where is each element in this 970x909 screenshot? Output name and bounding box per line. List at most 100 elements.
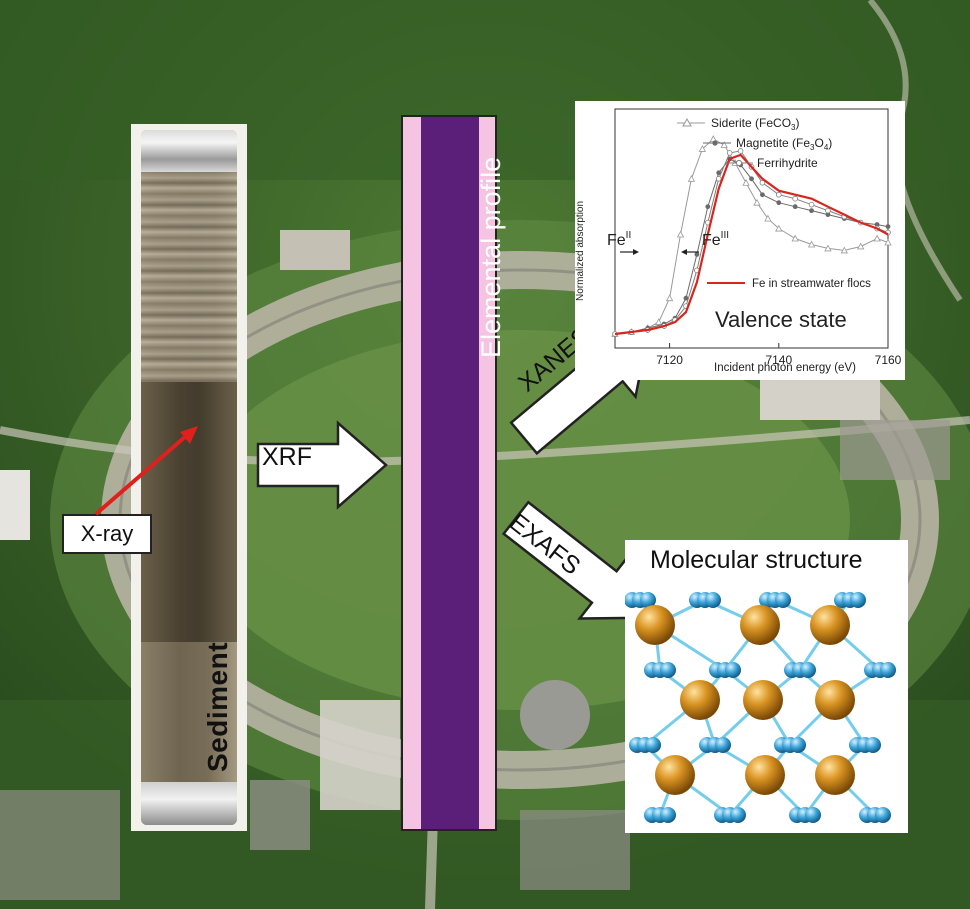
iron-atom — [815, 680, 855, 720]
fe2-annotation: FeII — [607, 230, 631, 249]
xanes-point — [874, 222, 880, 227]
xanes-point — [775, 224, 783, 232]
xanes-point — [715, 176, 722, 182]
core-upper-layer — [141, 172, 237, 382]
xanes-point — [840, 246, 848, 254]
oxygen-atom — [880, 662, 896, 678]
xanes-point — [808, 201, 815, 208]
xanes-point — [749, 176, 754, 182]
oxygen-atom — [850, 592, 866, 608]
xanes-series-group — [611, 135, 892, 337]
xanes-panel: 7120 7140 7160 Normalized absorption Incid… — [575, 101, 905, 380]
xanes-annotations: FeII FeIII Valence state — [607, 230, 847, 332]
xanes-point — [694, 252, 700, 257]
xanes-point — [809, 208, 814, 214]
xanes-point — [825, 212, 831, 218]
iron-atom — [745, 755, 785, 795]
xanes-point — [683, 295, 689, 301]
sediment-core-photo — [131, 124, 247, 831]
iron-atom — [680, 680, 720, 720]
xanes-point — [885, 224, 891, 229]
oxygen-atom — [725, 662, 741, 678]
xanes-point — [676, 230, 685, 238]
xanes-point — [760, 192, 765, 198]
xanes-point — [753, 198, 761, 206]
xanes-point — [791, 234, 799, 242]
xanes-point — [764, 214, 772, 222]
legend-streamwater: Fe in streamwater flocs — [752, 278, 871, 290]
oxygen-atom — [640, 592, 656, 608]
molecular-structure-panel — [624, 540, 908, 833]
molecular-structure-model — [624, 592, 896, 823]
xanes-point — [716, 170, 722, 176]
oxygen-atom — [715, 737, 731, 753]
xanes-point — [873, 234, 881, 242]
elemental-profile-label: Elemental profile — [476, 156, 506, 358]
core-lower-layer — [141, 642, 237, 782]
core-middle-layer — [141, 382, 237, 642]
core-bottom-cap — [141, 782, 237, 825]
xanes-x-tick-label: 7140 — [765, 353, 792, 367]
oxygen-atom — [790, 737, 806, 753]
oxygen-atom — [800, 662, 816, 678]
xanes-point — [720, 141, 728, 148]
xanes-point — [776, 191, 782, 198]
xanes-point — [687, 174, 696, 182]
fe3-annotation: FeIII — [702, 230, 729, 249]
xanes-series-line-0 — [614, 138, 889, 335]
oxygen-atom — [805, 807, 821, 823]
fe3-arrow-head — [681, 249, 687, 255]
oxygen-atom — [865, 737, 881, 753]
iron-atom — [810, 605, 850, 645]
iron-atom — [815, 755, 855, 795]
xrf-label: XRF — [262, 443, 312, 471]
legend-magnetite-marker — [712, 140, 718, 146]
legend-ferrihydrite: Ferrihydrite — [757, 156, 818, 170]
xanes-point — [737, 148, 744, 154]
legend-ferrihydrite-marker — [735, 159, 743, 167]
oxygen-atom — [645, 737, 661, 753]
xanes-point — [665, 294, 674, 302]
valence-state-label: Valence state — [715, 307, 847, 332]
iron-atom — [743, 680, 783, 720]
xanes-point — [776, 200, 782, 206]
xanes-x-tick-label: 7120 — [656, 353, 683, 367]
xanes-point — [792, 204, 798, 210]
xanes-point — [742, 178, 750, 186]
iron-atom — [635, 605, 675, 645]
iron-atom — [655, 755, 695, 795]
sediment-label: Sediment — [202, 641, 233, 772]
xanes-point — [825, 207, 831, 214]
xanes-point — [759, 179, 766, 186]
oxygen-atom — [705, 592, 721, 608]
iron-atom — [740, 605, 780, 645]
iron-atom-group — [635, 605, 855, 795]
legend-magnetite: Magnetite (Fe3O4) — [736, 136, 832, 152]
xanes-point — [857, 242, 865, 250]
xanes-point — [698, 145, 707, 152]
legend-siderite-marker — [682, 117, 692, 127]
elemental-profile-frame — [401, 115, 497, 831]
xanes-series-line-3 — [614, 153, 889, 336]
oxygen-atom-group — [624, 592, 896, 823]
xanes-point — [824, 244, 832, 252]
xanes-y-axis-label: Normalized absorption — [575, 201, 586, 301]
xanes-legend: Siderite (FeCO3) Magnetite (Fe3O4) Ferri… — [677, 116, 871, 290]
xanes-chart: 7120 7140 7160 Normalized absorption Incid… — [575, 108, 902, 374]
xrf-map — [421, 117, 479, 829]
xanes-point — [655, 318, 663, 325]
xanes-point — [807, 240, 816, 248]
fe2-arrow-head — [633, 249, 639, 255]
xanes-point — [792, 195, 798, 202]
molecular-structure-title: Molecular structure — [650, 546, 863, 574]
oxygen-atom — [660, 807, 676, 823]
xanes-x-axis-label: Incident photon energy (eV) — [714, 362, 856, 374]
xanes-point — [705, 204, 711, 210]
xanes-x-tick-label: 7160 — [875, 353, 902, 367]
xanes-point — [726, 150, 733, 156]
core-top-cap — [141, 130, 237, 172]
oxygen-atom — [775, 592, 791, 608]
xanes-point — [884, 238, 892, 246]
oxygen-atom — [730, 807, 746, 823]
